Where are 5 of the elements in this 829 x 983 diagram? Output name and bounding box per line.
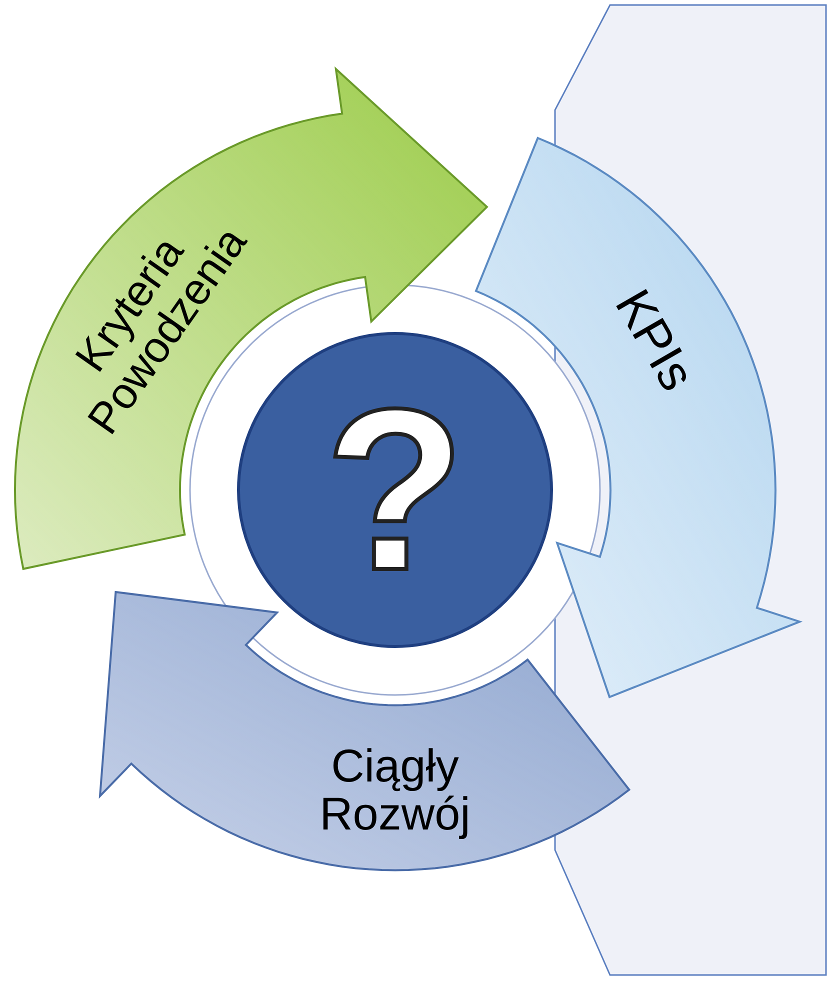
cycle-segment: [476, 138, 800, 697]
arrow-label: Ciągły Rozwój: [318, 742, 472, 838]
cycle-segment: [15, 69, 487, 569]
cycle-segment: [100, 592, 629, 870]
question-mark: ?: [324, 375, 466, 605]
